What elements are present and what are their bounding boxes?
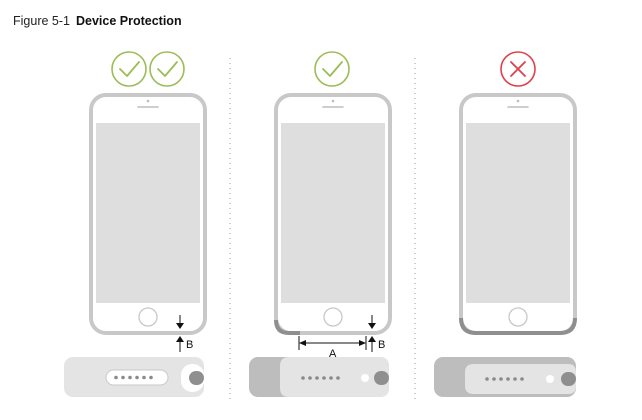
figure-number: Figure 5-1 xyxy=(13,14,70,28)
lightning-port-view xyxy=(434,357,576,397)
front-camera xyxy=(146,99,150,103)
cross-icon xyxy=(500,51,536,87)
dimension-b: B xyxy=(368,315,385,352)
figure-title: Device Protection xyxy=(75,14,182,28)
lightning-port-view xyxy=(249,357,389,397)
device-outline xyxy=(274,93,392,335)
home-button xyxy=(508,307,528,327)
device-screen xyxy=(466,123,570,303)
check-icon xyxy=(149,51,185,87)
home-button xyxy=(323,307,343,327)
device-screen xyxy=(281,123,385,303)
check-icon xyxy=(314,51,350,87)
panel-1: B xyxy=(64,51,207,397)
check-icon xyxy=(111,51,147,87)
device-outline xyxy=(459,93,577,335)
label-a: A xyxy=(329,348,337,360)
home-button xyxy=(138,307,158,327)
dimension-a: A xyxy=(298,336,367,360)
device-outline xyxy=(89,93,207,335)
dimension-b: B xyxy=(176,315,193,352)
front-camera xyxy=(516,99,520,103)
case-edge xyxy=(274,319,300,335)
lightning-port-view xyxy=(64,357,204,397)
label-b: B xyxy=(186,339,193,351)
figure-caption: Figure 5-1 Device Protection xyxy=(13,14,182,28)
front-camera xyxy=(331,99,335,103)
label-b: B xyxy=(378,339,385,351)
panel-3 xyxy=(434,51,577,397)
panel-2: A B xyxy=(249,51,392,397)
case-edge xyxy=(459,317,577,335)
device-screen xyxy=(96,123,200,303)
